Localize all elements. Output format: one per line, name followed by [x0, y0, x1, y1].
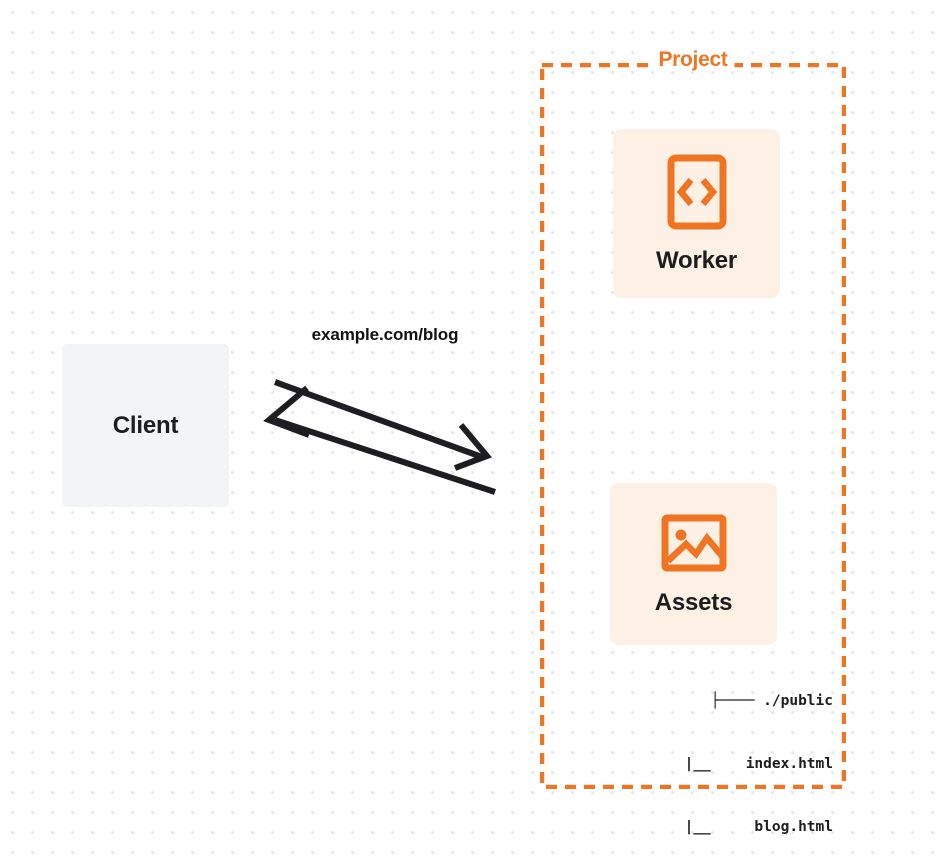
project-title: Project	[651, 49, 735, 70]
request-arrow	[273, 379, 493, 471]
assets-card[interactable]: Assets	[610, 483, 777, 645]
tree-row: |__ blog.html	[684, 819, 833, 835]
worker-card-label: Worker	[655, 247, 738, 274]
project-container: Project Worker Assets	[540, 49, 846, 835]
code-file-icon	[667, 154, 727, 235]
asset-file-tree: ├──── ./public |__ index.html |__ blog.h…	[588, 649, 833, 860]
tree-row: |__ index.html	[684, 756, 833, 772]
worker-card[interactable]: Worker	[613, 129, 780, 298]
assets-card-label: Assets	[654, 588, 733, 616]
client-node[interactable]: Client	[62, 344, 229, 507]
connection-arrows	[263, 379, 496, 495]
image-icon	[661, 514, 727, 577]
response-arrow	[263, 385, 496, 495]
client-node-label: Client	[112, 411, 179, 439]
tree-row: ├──── ./public	[710, 693, 833, 709]
